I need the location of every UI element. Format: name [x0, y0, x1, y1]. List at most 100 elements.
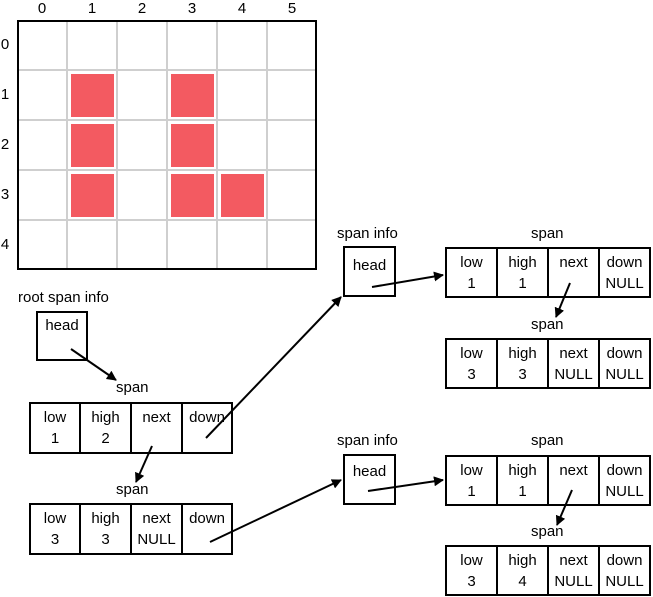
field-label: down [606, 551, 643, 569]
bottom-span2-down: down NULL [598, 545, 651, 596]
top-span2-label: span [531, 316, 564, 333]
row-label-0: 0 [0, 36, 10, 53]
field-value: 4 [518, 572, 527, 590]
field-value: 1 [50, 430, 60, 447]
grid-cell-r0-c3 [167, 20, 217, 70]
bottom-head-box: head [343, 454, 396, 505]
top-span2-high: high 3 [496, 338, 549, 389]
grid-cell-r1-c0 [17, 70, 67, 120]
bottom-span1-high: high 1 [496, 455, 549, 506]
root-span1-down: down [181, 402, 233, 454]
grid-cell-r2-c4 [217, 120, 267, 170]
grid-cell-r1-c5 [267, 70, 317, 120]
grid-cell-r3-c2 [117, 170, 167, 220]
field-label: high [508, 461, 537, 479]
grid-filled-cell [171, 74, 214, 117]
grid-cell-r4-c3 [167, 220, 217, 270]
grid-cell-r0-c1 [67, 20, 117, 70]
bottom-span2-label: span [531, 523, 564, 540]
top-span1-low: low 1 [445, 247, 498, 298]
grid-filled-cell [71, 74, 114, 117]
grid-cell-r3-c4 [217, 170, 267, 220]
col-label-4: 4 [237, 0, 247, 17]
field-value: 1 [518, 274, 527, 292]
grid-cell-r0-c0 [17, 20, 67, 70]
field-label: low [460, 551, 483, 569]
root-span-label: span [116, 379, 149, 396]
field-label: high [91, 510, 120, 527]
field-value: NULL [605, 274, 644, 292]
row-label-2: 2 [0, 136, 10, 153]
field-label: high [508, 253, 537, 271]
top-span1-high: high 1 [496, 247, 549, 298]
grid-cell-r2-c0 [17, 120, 67, 170]
field-value: 3 [518, 365, 527, 383]
bottom-span2-next: next NULL [547, 545, 600, 596]
row-label-3: 3 [0, 186, 10, 203]
grid-cell-r3-c1 [67, 170, 117, 220]
root-span1-high: high 2 [79, 402, 132, 454]
grid-cell-r1-c4 [217, 70, 267, 120]
bottom-span1-next: next [547, 455, 600, 506]
bottom-span-info-title: span info [337, 432, 398, 449]
grid-cell-r0-c4 [217, 20, 267, 70]
field-label: next [559, 551, 588, 569]
field-value: 1 [467, 482, 476, 500]
grid-cell-r3-c0 [17, 170, 67, 220]
root-span1-next: next [130, 402, 183, 454]
field-value: 2 [101, 430, 110, 447]
grid-cell-r4-c5 [267, 220, 317, 270]
field-value: 3 [50, 531, 60, 548]
bottom-span1-down: down NULL [598, 455, 651, 506]
field-label: low [43, 510, 67, 527]
grid-filled-cell [71, 174, 114, 217]
grid-filled-cell [221, 174, 264, 217]
top-head-box: head [343, 246, 396, 297]
top-span-info-title: span info [337, 225, 398, 242]
col-label-2: 2 [137, 0, 147, 17]
grid-cell-r4-c0 [17, 220, 67, 270]
col-label-3: 3 [187, 0, 197, 17]
top-span2-down: down NULL [598, 338, 651, 389]
top-span1-down: down NULL [598, 247, 651, 298]
bottom-head-label: head [352, 463, 387, 480]
root-span2-down: down [181, 503, 233, 555]
grid-cell-r1-c3 [167, 70, 217, 120]
field-label: down [606, 344, 643, 362]
field-value: NULL [554, 365, 593, 383]
grid-cell-r4-c4 [217, 220, 267, 270]
root-span2-next: next NULL [130, 503, 183, 555]
grid-cell-r2-c5 [267, 120, 317, 170]
field-value: 3 [467, 365, 476, 383]
field-label: high [91, 409, 120, 426]
field-value: 1 [467, 274, 476, 292]
bottom-span-label: span [531, 432, 564, 449]
field-label: high [508, 551, 537, 569]
field-value: NULL [554, 572, 593, 590]
top-span2-low: low 3 [445, 338, 498, 389]
field-label: down [606, 461, 643, 479]
grid-cell-r1-c2 [117, 70, 167, 120]
field-value: NULL [605, 572, 644, 590]
grid-cell-r4-c2 [117, 220, 167, 270]
root-head-label: head [45, 317, 79, 334]
root-span1-low: low 1 [29, 402, 81, 454]
field-label: next [559, 462, 588, 479]
bottom-span1-low: low 1 [445, 455, 498, 506]
field-label: low [43, 409, 67, 426]
field-label: next [142, 510, 171, 527]
field-value: NULL [137, 531, 176, 548]
field-label: down [189, 510, 225, 527]
col-label-5: 5 [287, 0, 297, 17]
field-label: down [606, 253, 643, 271]
row-label-1: 1 [0, 86, 10, 103]
top-span1-next: next [547, 247, 600, 298]
top-span2-next: next NULL [547, 338, 600, 389]
root-span2-label: span [116, 481, 149, 498]
grid-filled-cell [171, 174, 214, 217]
grid-filled-cell [71, 124, 114, 167]
root-span-info-title: root span info [18, 289, 109, 306]
root-head-box: head [36, 311, 88, 361]
field-label: low [460, 253, 483, 271]
grid-cell-r4-c1 [67, 220, 117, 270]
